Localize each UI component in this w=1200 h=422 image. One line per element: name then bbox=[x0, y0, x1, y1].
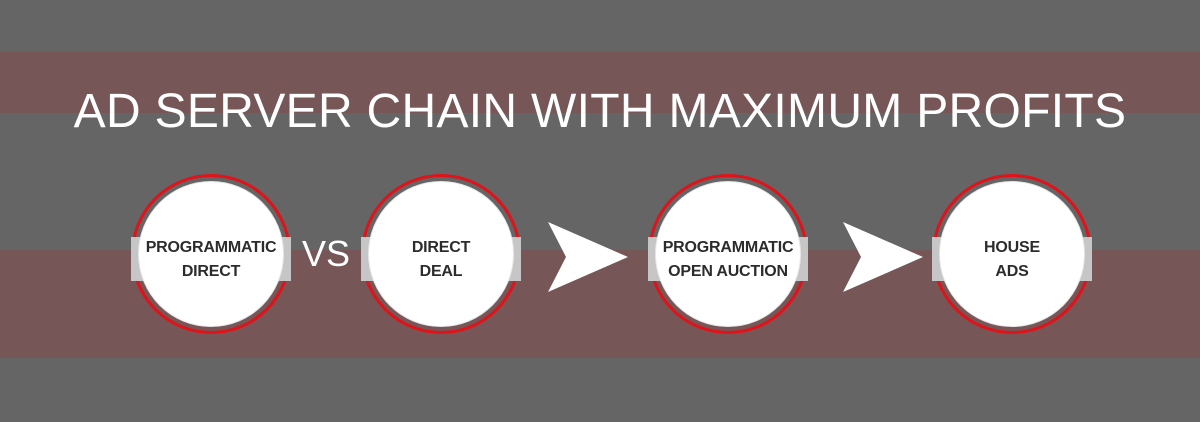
arrow-right-icon bbox=[843, 222, 923, 292]
vs-connector: VS bbox=[301, 233, 351, 274]
diagram-title: AD SERVER CHAIN WITH MAXIMUM PROFITS bbox=[73, 85, 1127, 138]
node-disc bbox=[656, 182, 800, 326]
node-label: PROGRAMMATIC DIRECT bbox=[131, 236, 291, 284]
arrow-right-icon bbox=[548, 222, 628, 292]
node-house-ads: HOUSE ADS bbox=[932, 174, 1092, 334]
node-label: PROGRAMMATIC OPEN AUCTION bbox=[648, 236, 808, 284]
node-programmatic-open-auction: PROGRAMMATIC OPEN AUCTION bbox=[648, 174, 808, 334]
node-label-line2: ADS bbox=[995, 263, 1029, 280]
node-label-line1: HOUSE bbox=[984, 239, 1040, 256]
node-label: HOUSE ADS bbox=[932, 236, 1092, 284]
node-label: DIRECT DEAL bbox=[361, 236, 521, 284]
node-label-line2: OPEN AUCTION bbox=[668, 263, 788, 280]
node-label-line1: PROGRAMMATIC bbox=[662, 239, 794, 256]
node-label-line1: DIRECT bbox=[411, 239, 471, 256]
node-direct-deal: DIRECT DEAL bbox=[361, 174, 521, 334]
node-programmatic-direct: PROGRAMMATIC DIRECT bbox=[131, 174, 291, 334]
node-label-line2: DIRECT bbox=[181, 263, 241, 280]
node-label-line1: PROGRAMMATIC bbox=[145, 239, 277, 256]
node-disc bbox=[139, 182, 283, 326]
top-band bbox=[0, 52, 1200, 113]
node-label-line2: DEAL bbox=[419, 263, 463, 280]
node-disc bbox=[369, 182, 513, 326]
node-disc bbox=[940, 182, 1084, 326]
